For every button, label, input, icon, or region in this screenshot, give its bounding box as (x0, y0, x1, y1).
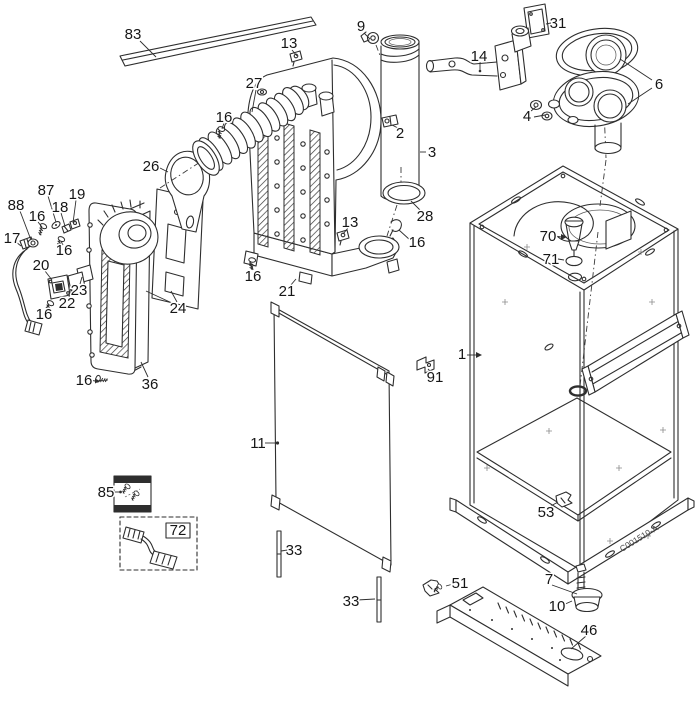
callout-88: 88 (8, 197, 25, 214)
callout-26: 26 (143, 158, 160, 175)
part-27-corrugated-hose (159, 85, 310, 189)
callout-16-c: 16 (56, 242, 73, 259)
callout-16-f: 16 (245, 268, 262, 285)
part-13-clip-lower (336, 229, 350, 246)
part-9-fitting (360, 31, 380, 45)
callout-6: 6 (655, 76, 663, 93)
part-2-clamp (381, 114, 399, 128)
callout-33-a: 33 (286, 542, 303, 559)
callout-13-lower: 13 (342, 214, 359, 231)
callout-36: 36 (142, 376, 159, 393)
part-13-clip-upper (289, 50, 303, 67)
callout-16-b: 16 (29, 208, 46, 225)
callout-51: 51 (452, 575, 469, 592)
callout-72: 72 (170, 522, 187, 539)
part-88-grommet (27, 238, 39, 248)
part-4-grommets (529, 99, 553, 121)
leader-lines (15, 22, 653, 650)
part-22-plate (67, 271, 86, 292)
callout-14: 14 (471, 48, 488, 65)
part-7-bolt (575, 563, 587, 573)
callout-24: 24 (170, 300, 187, 317)
part-10-leveling-foot (571, 571, 603, 613)
callout-16-e: 16 (36, 306, 53, 323)
part-28-gasket-ring (382, 167, 426, 237)
part-51-clip (422, 579, 444, 597)
callout-70: 70 (540, 228, 557, 245)
part-20-plate (47, 274, 71, 300)
part-72-harness-kit (119, 516, 198, 571)
callout-27: 27 (246, 75, 263, 92)
callout-83: 83 (125, 26, 142, 43)
callout-13-upper: 13 (281, 35, 298, 52)
callout-91: 91 (427, 369, 444, 386)
part-1-cabinet-frame (449, 159, 695, 585)
callout-23: 23 (71, 282, 88, 299)
part-19-clip (69, 218, 81, 230)
part-14-pipe (425, 25, 532, 91)
callout-16-g: 16 (76, 372, 93, 389)
callout-9: 9 (357, 18, 365, 35)
callout-87: 87 (38, 182, 55, 199)
callout-20: 20 (33, 257, 50, 274)
part-83-trim-strip (119, 16, 317, 67)
callout-46: 46 (581, 622, 598, 639)
callout-21: 21 (279, 283, 296, 300)
part-53-clip (555, 491, 573, 508)
part-33-rods (276, 530, 382, 623)
callout-16-d: 16 (409, 234, 426, 251)
callout-labels: 83 13 9 27 14 31 6 4 2 3 16 26 28 87 19 … (2, 14, 665, 641)
callout-10: 10 (549, 598, 566, 615)
part-26-gasket (164, 150, 211, 233)
part-71-grommet (565, 255, 583, 282)
callout-1: 1 (458, 346, 466, 363)
callout-71: 71 (543, 251, 560, 268)
part-70-igniter (564, 216, 584, 257)
callout-4: 4 (523, 108, 531, 125)
part-11-front-panel (270, 301, 395, 573)
callout-7: 7 (545, 571, 553, 588)
part-85-hardware-pack (113, 475, 152, 513)
part-87-clip (51, 220, 61, 230)
callout-19: 19 (69, 186, 86, 203)
callout-2: 2 (396, 125, 404, 142)
part-18-clip (61, 223, 72, 234)
part-21-heat-exchanger (243, 57, 402, 285)
part-36-burner-door (86, 199, 159, 375)
callout-3: 3 (428, 144, 436, 161)
callout-85: 85 (98, 484, 115, 501)
callout-16-a: 16 (216, 109, 233, 126)
callout-17: 17 (4, 230, 21, 247)
callout-53: 53 (538, 504, 555, 521)
part-91-bracket (416, 356, 435, 374)
callout-18: 18 (52, 199, 69, 216)
callout-31: 31 (550, 15, 567, 32)
part-46-base-plate (436, 586, 602, 687)
callout-11: 11 (250, 435, 266, 452)
part-6-flue-collector (547, 27, 640, 159)
callout-28: 28 (417, 208, 434, 225)
callout-22: 22 (59, 295, 76, 312)
callout-33-b: 33 (343, 593, 360, 610)
